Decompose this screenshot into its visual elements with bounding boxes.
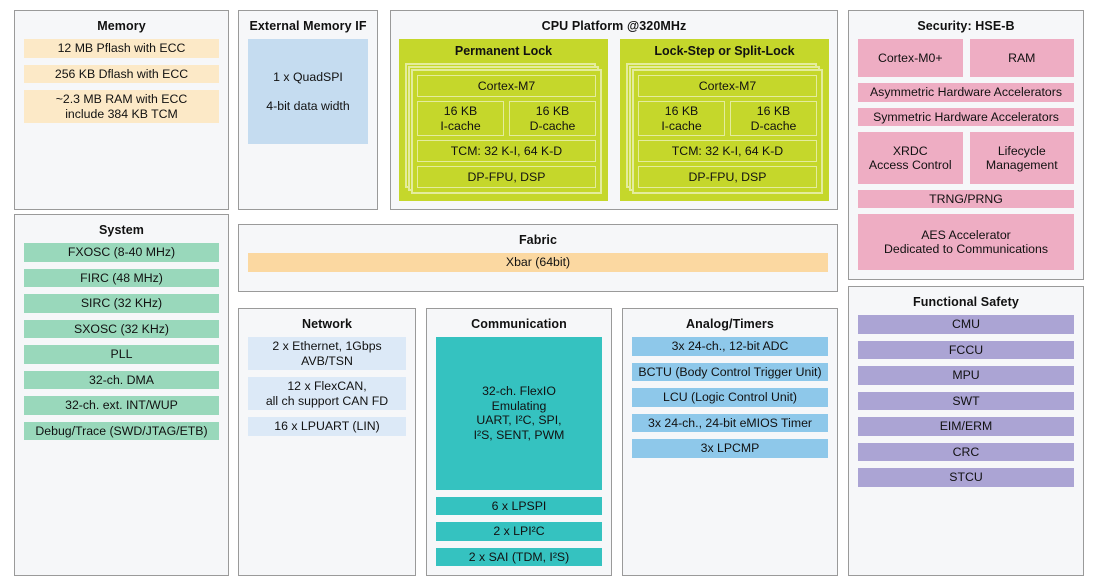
network-block-list: 2 x Ethernet, 1Gbps AVB/TSN 12 x FlexCAN…: [248, 337, 406, 566]
external-memory-block-list: 1 x QuadSPI 4-bit data width: [248, 39, 368, 144]
functional-safety-block-crc[interactable]: CRC: [858, 442, 1074, 461]
communication-block-lpi2c[interactable]: 2 x LPI²C: [436, 522, 602, 541]
analog-block-lpcmp[interactable]: 3x LPCMP: [632, 439, 828, 458]
system-block-debug-trace[interactable]: Debug/Trace (SWD/JTAG/ETB): [24, 421, 219, 440]
security-block-symmetric-accelerators[interactable]: Symmetric Hardware Accelerators: [858, 107, 1074, 127]
panel-title-network: Network: [301, 317, 353, 331]
cpu-core-card-stack: Cortex-M7 16 KB I-cache 16 KB D-cache TC…: [405, 63, 602, 194]
network-block-ethernet[interactable]: 2 x Ethernet, 1Gbps AVB/TSN: [248, 337, 406, 370]
system-block-firc[interactable]: FIRC (48 MHz): [24, 268, 219, 287]
panel-title-system: System: [98, 223, 145, 237]
cpu-core-cpu-block[interactable]: Cortex-M7: [638, 75, 817, 97]
network-block-flexcan[interactable]: 12 x FlexCAN, all ch support CAN FD: [248, 377, 406, 410]
cpu-core-permanent-lock[interactable]: Permanent Lock Cortex-M7 16 KB I-cache 1…: [399, 39, 608, 201]
security-block-list: Cortex-M0+ RAM Asymmetric Hardware Accel…: [858, 39, 1074, 270]
cpu-core-title: Permanent Lock: [454, 44, 553, 58]
cpu-core-cpu-block[interactable]: Cortex-M7: [417, 75, 596, 97]
memory-block-list: 12 MB Pflash with ECC 256 KB Dflash with…: [24, 39, 219, 200]
panel-title-cpu-platform: CPU Platform @320MHz: [541, 19, 687, 33]
panel-memory: Memory 12 MB Pflash with ECC 256 KB Dfla…: [14, 10, 229, 210]
analog-timers-block-list: 3x 24-ch., 12-bit ADC BCTU (Body Control…: [632, 337, 828, 566]
cpu-core-title: Lock-Step or Split-Lock: [654, 44, 795, 58]
panel-communication: Communication 32-ch. FlexIO Emulating UA…: [426, 308, 612, 576]
system-block-dma[interactable]: 32-ch. DMA: [24, 370, 219, 389]
memory-block[interactable]: ~2.3 MB RAM with ECC include 384 KB TCM: [24, 90, 219, 123]
cpu-core-icache-block[interactable]: 16 KB I-cache: [638, 101, 725, 136]
security-block-cortex-m0plus[interactable]: Cortex-M0+: [858, 39, 963, 78]
panel-analog-timers: Analog/Timers 3x 24-ch., 12-bit ADC BCTU…: [622, 308, 838, 576]
system-block-sxosc[interactable]: SXOSC (32 KHz): [24, 319, 219, 338]
panel-functional-safety: Functional Safety CMU FCCU MPU SWT EIM/E…: [848, 286, 1084, 576]
cpu-core-card-front: Cortex-M7 16 KB I-cache 16 KB D-cache TC…: [411, 69, 602, 194]
panel-title-security: Security: HSE-B: [917, 19, 1015, 33]
panel-system: System FXOSC (8-40 MHz) FIRC (48 MHz) SI…: [14, 214, 229, 576]
panel-title-analog-timers: Analog/Timers: [686, 317, 774, 331]
functional-safety-block-eim-erm[interactable]: EIM/ERM: [858, 417, 1074, 436]
security-block-lifecycle-management[interactable]: Lifecycle Management: [969, 132, 1074, 184]
cpu-core-lock-step-split-lock[interactable]: Lock-Step or Split-Lock Cortex-M7 16 KB …: [620, 39, 829, 201]
security-row: XRDC Access Control Lifecycle Management: [858, 132, 1074, 184]
security-block-aes-accelerator[interactable]: AES Accelerator Dedicated to Communicati…: [858, 214, 1074, 270]
cpu-core-tcm-block[interactable]: TCM: 32 K-I, 64 K-D: [417, 140, 596, 162]
communication-block-lpspi[interactable]: 6 x LPSPI: [436, 496, 602, 515]
network-block-lpuart[interactable]: 16 x LPUART (LIN): [248, 417, 406, 436]
communication-block-list: 32-ch. FlexIO Emulating UART, I²C, SPI, …: [436, 337, 602, 566]
panel-fabric: Fabric Xbar (64bit): [238, 224, 838, 292]
security-block-ram[interactable]: RAM: [969, 39, 1074, 78]
security-block-trng-prng[interactable]: TRNG/PRNG: [858, 189, 1074, 209]
functional-safety-block-swt[interactable]: SWT: [858, 391, 1074, 410]
panel-title-functional-safety: Functional Safety: [913, 295, 1019, 309]
security-block-xrdc-access-control[interactable]: XRDC Access Control: [858, 132, 963, 184]
cpu-core-list: Permanent Lock Cortex-M7 16 KB I-cache 1…: [399, 39, 829, 201]
security-block-asymmetric-accelerators[interactable]: Asymmetric Hardware Accelerators: [858, 83, 1074, 102]
analog-block-emios-timer[interactable]: 3x 24-ch., 24-bit eMIOS Timer: [632, 413, 828, 432]
cpu-core-cache-row: 16 KB I-cache 16 KB D-cache: [638, 101, 817, 136]
security-row: Cortex-M0+ RAM: [858, 39, 1074, 78]
communication-block-sai[interactable]: 2 x SAI (TDM, I²S): [436, 547, 602, 566]
panel-external-memory-if: External Memory IF 1 x QuadSPI 4-bit dat…: [238, 10, 378, 210]
fabric-block-list: Xbar (64bit): [248, 253, 828, 282]
panel-title-fabric: Fabric: [518, 233, 558, 247]
system-block-fxosc[interactable]: FXOSC (8-40 MHz): [24, 243, 219, 262]
fabric-block-xbar[interactable]: Xbar (64bit): [248, 253, 828, 272]
analog-block-bctu[interactable]: BCTU (Body Control Trigger Unit): [632, 362, 828, 381]
cpu-core-fpu-block[interactable]: DP-FPU, DSP: [638, 166, 817, 188]
cpu-core-icache-block[interactable]: 16 KB I-cache: [417, 101, 504, 136]
memory-block[interactable]: 256 KB Dflash with ECC: [24, 64, 219, 83]
analog-block-adc[interactable]: 3x 24-ch., 12-bit ADC: [632, 337, 828, 356]
functional-safety-block-mpu[interactable]: MPU: [858, 366, 1074, 385]
analog-block-lcu[interactable]: LCU (Logic Control Unit): [632, 388, 828, 407]
cpu-core-cache-row: 16 KB I-cache 16 KB D-cache: [417, 101, 596, 136]
system-block-pll[interactable]: PLL: [24, 345, 219, 364]
communication-block-flexio[interactable]: 32-ch. FlexIO Emulating UART, I²C, SPI, …: [436, 337, 602, 490]
external-memory-block[interactable]: 1 x QuadSPI 4-bit data width: [248, 39, 368, 144]
cpu-core-card-front: Cortex-M7 16 KB I-cache 16 KB D-cache TC…: [632, 69, 823, 194]
system-block-sirc[interactable]: SIRC (32 KHz): [24, 294, 219, 313]
system-block-ext-int-wup[interactable]: 32-ch. ext. INT/WUP: [24, 396, 219, 415]
cpu-core-dcache-block[interactable]: 16 KB D-cache: [509, 101, 596, 136]
cpu-core-dcache-block[interactable]: 16 KB D-cache: [730, 101, 817, 136]
functional-safety-block-list: CMU FCCU MPU SWT EIM/ERM CRC STCU: [858, 315, 1074, 566]
cpu-core-fpu-block[interactable]: DP-FPU, DSP: [417, 166, 596, 188]
memory-block[interactable]: 12 MB Pflash with ECC: [24, 39, 219, 58]
cpu-core-tcm-block[interactable]: TCM: 32 K-I, 64 K-D: [638, 140, 817, 162]
panel-title-memory: Memory: [97, 19, 146, 33]
panel-security: Security: HSE-B Cortex-M0+ RAM Asymmetri…: [848, 10, 1084, 280]
panel-network: Network 2 x Ethernet, 1Gbps AVB/TSN 12 x…: [238, 308, 416, 576]
panel-title-communication: Communication: [471, 317, 567, 331]
functional-safety-block-stcu[interactable]: STCU: [858, 468, 1074, 487]
panel-title-external-memory-if: External Memory IF: [249, 19, 367, 33]
system-block-list: FXOSC (8-40 MHz) FIRC (48 MHz) SIRC (32 …: [24, 243, 219, 566]
functional-safety-block-cmu[interactable]: CMU: [858, 315, 1074, 334]
functional-safety-block-fccu[interactable]: FCCU: [858, 340, 1074, 359]
cpu-core-card-stack: Cortex-M7 16 KB I-cache 16 KB D-cache TC…: [626, 63, 823, 194]
panel-cpu-platform: CPU Platform @320MHz Permanent Lock Cort…: [390, 10, 838, 210]
